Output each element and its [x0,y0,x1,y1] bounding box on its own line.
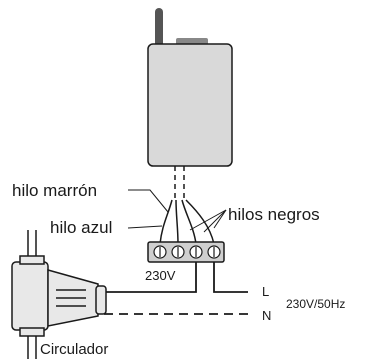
label-live: L [262,284,269,299]
receiver-device [147,43,233,167]
label-pump: Circulador [40,341,108,358]
label-blue-wire: hilo azul [50,218,112,237]
terminal-block [147,241,225,263]
label-neutral: N [262,308,271,323]
label-black-wires: hilos negros [228,205,320,224]
label-brown-wire: hilo marrón [12,181,97,200]
cable [174,166,185,200]
label-230v: 230V [145,268,176,283]
wires [159,199,215,245]
output-wires [104,262,248,315]
antenna [155,8,163,48]
circulator-pump [11,230,107,359]
leader-lines [127,189,227,233]
label-supply: 230V/50Hz [286,297,345,311]
